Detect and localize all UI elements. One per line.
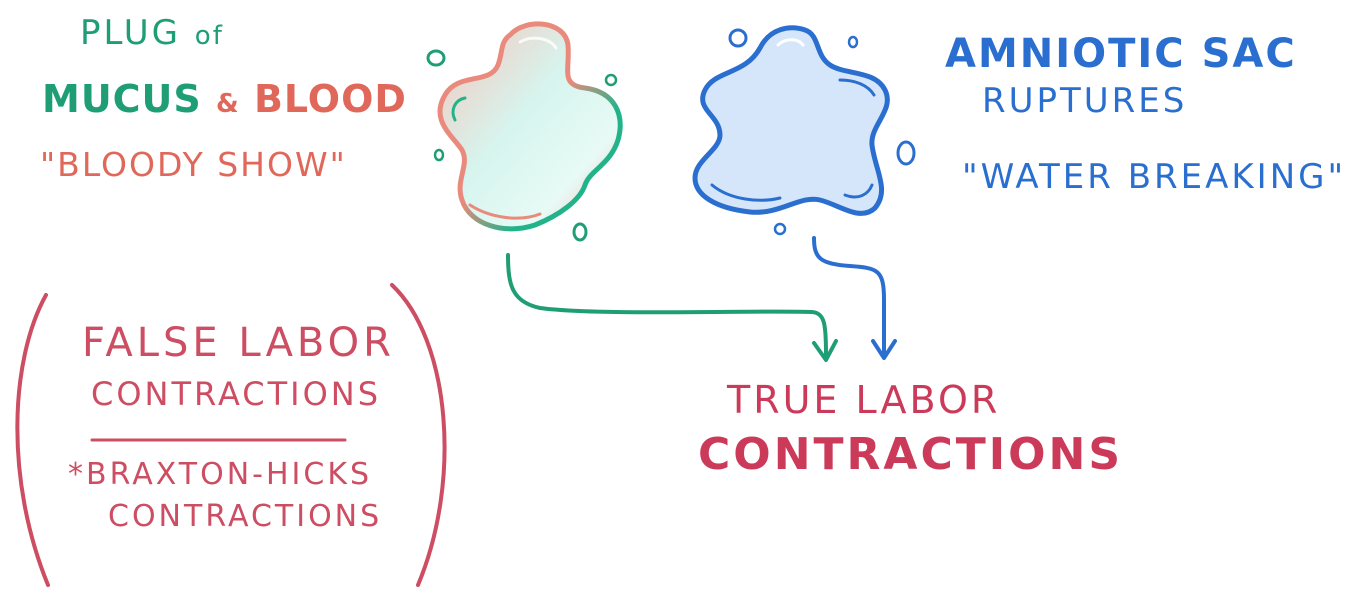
plug-word: PLUG bbox=[80, 13, 181, 53]
false-labor-label: FALSE LABOR bbox=[82, 323, 395, 363]
false-labor-contractions-label: CONTRACTIONS bbox=[91, 378, 381, 410]
bubble-icon bbox=[849, 37, 857, 47]
plug-to-labor-arrow bbox=[508, 255, 836, 360]
right-parenthesis bbox=[392, 285, 445, 585]
water-breaking-quote: "WATER BREAKING" bbox=[962, 160, 1346, 194]
blood-word: BLOOD bbox=[254, 77, 407, 121]
amniotic-sac-blob-icon bbox=[695, 28, 887, 214]
bubble-icon bbox=[606, 75, 616, 85]
braxton-contractions-label: CONTRACTIONS bbox=[108, 502, 382, 532]
bubble-icon bbox=[898, 142, 914, 164]
ampersand: & bbox=[216, 89, 240, 119]
mucus-word: MUCUS bbox=[42, 77, 202, 121]
bubble-icon bbox=[775, 224, 785, 234]
amniotic-sac-title: AMNIOTIC SAC bbox=[945, 34, 1297, 74]
bubble-icon bbox=[574, 224, 586, 240]
true-labor-label: TRUE LABOR bbox=[727, 381, 1000, 419]
mucus-plug-blob-icon bbox=[440, 24, 620, 229]
plug-label-line1: PLUG of bbox=[80, 16, 224, 50]
bubble-icon bbox=[428, 51, 444, 65]
bullet-asterisk: * bbox=[68, 457, 86, 492]
bubble-icon bbox=[435, 150, 443, 160]
bloody-show-quote: "BLOODY SHOW" bbox=[40, 148, 347, 181]
braxton-hicks-label: *BRAXTON-HICKS bbox=[68, 460, 372, 490]
plug-label-line2: MUCUS & BLOOD bbox=[42, 80, 407, 118]
true-labor-contractions-label: CONTRACTIONS bbox=[698, 433, 1123, 477]
braxton-hicks-text: BRAXTON-HICKS bbox=[86, 457, 372, 492]
bubble-icon bbox=[730, 30, 746, 46]
ruptures-label: RUPTURES bbox=[982, 84, 1187, 118]
plug-of-word: of bbox=[195, 21, 224, 51]
left-parenthesis bbox=[17, 295, 48, 585]
